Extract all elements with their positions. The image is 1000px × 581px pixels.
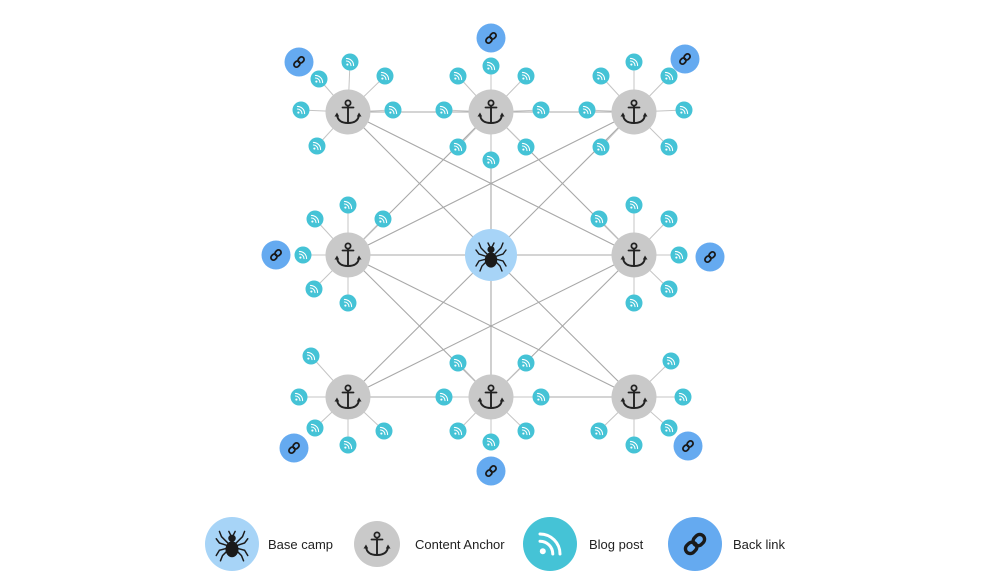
blog-post-node [294,246,312,264]
blog-post-node [590,422,608,440]
back-link-node [261,240,291,270]
legend-label-base-camp: Base camp [268,537,334,552]
content-anchor-node-bottom-right [611,374,657,420]
blog-post-node [578,101,596,119]
blog-post-node [590,210,608,228]
content-anchor-node-bottom-left [325,374,371,420]
blog-post-node [341,53,359,71]
blog-post-node [302,347,320,365]
legend-blog-post-icon [523,517,577,571]
blog-post-node [662,352,680,370]
back-link-node [476,456,506,486]
blog-post-node [482,57,500,75]
legend-label-content-anchor: Content Anchor [415,537,505,552]
blog-post-node [660,280,678,298]
hub-connection-line [490,111,635,256]
blog-post-node [592,138,610,156]
blog-post-node [376,67,394,85]
blog-post-node [532,101,550,119]
back-link-node [695,242,725,272]
blog-post-node [517,422,535,440]
blog-post-node [339,436,357,454]
blog-post-node [660,138,678,156]
back-link-node [284,47,314,77]
content-anchor-node-top-right [611,89,657,135]
blog-post-node [625,294,643,312]
blog-post-node [625,196,643,214]
legend-label-back-link: Back link [733,537,786,552]
blog-post-node [306,419,324,437]
content-anchor-node-top-center [468,89,514,135]
blog-post-node [292,101,310,119]
blog-post-node [660,210,678,228]
blog-post-node [449,138,467,156]
blog-post-node [517,67,535,85]
blog-post-node [675,101,693,119]
blog-post-node [592,67,610,85]
blog-post-node [482,433,500,451]
blog-post-node [674,388,692,406]
content-anchor-node-top-left [325,89,371,135]
blog-post-node [290,388,308,406]
content-anchor-node-middle-left [325,232,371,278]
content-anchor-node-middle-right [611,232,657,278]
base-camp-node [465,229,517,281]
blog-post-node [435,388,453,406]
blog-post-node [449,422,467,440]
blog-post-node [375,422,393,440]
back-link-node [670,44,700,74]
blog-post-node [517,138,535,156]
blog-post-node [339,294,357,312]
blog-post-node [435,101,453,119]
legend-content-anchor-icon [354,521,400,567]
blog-post-node [670,246,688,264]
back-link-node [279,433,309,463]
legend-back-link-icon [668,517,722,571]
hub-connection-line [347,254,492,398]
blog-post-node [660,67,678,85]
content-anchor-node-bottom-center [468,374,514,420]
blog-post-node [374,210,392,228]
blog-post-node [625,436,643,454]
blog-post-node [517,354,535,372]
blog-post-node [306,210,324,228]
legend-label-blog-post: Blog post [589,537,644,552]
blog-post-node [625,53,643,71]
blog-post-node [305,280,323,298]
back-link-node [673,431,703,461]
blog-post-node [310,70,328,88]
hub-connection-line [347,111,492,256]
blog-post-node [482,151,500,169]
blog-post-node [532,388,550,406]
legend-base-camp-icon [205,517,259,571]
back-link-node [476,23,506,53]
blog-post-node [308,137,326,155]
hub-connection-line [490,254,635,398]
blog-post-node [660,419,678,437]
blog-post-node [384,101,402,119]
blog-post-node [449,67,467,85]
blog-post-node [449,354,467,372]
blog-post-node [339,196,357,214]
